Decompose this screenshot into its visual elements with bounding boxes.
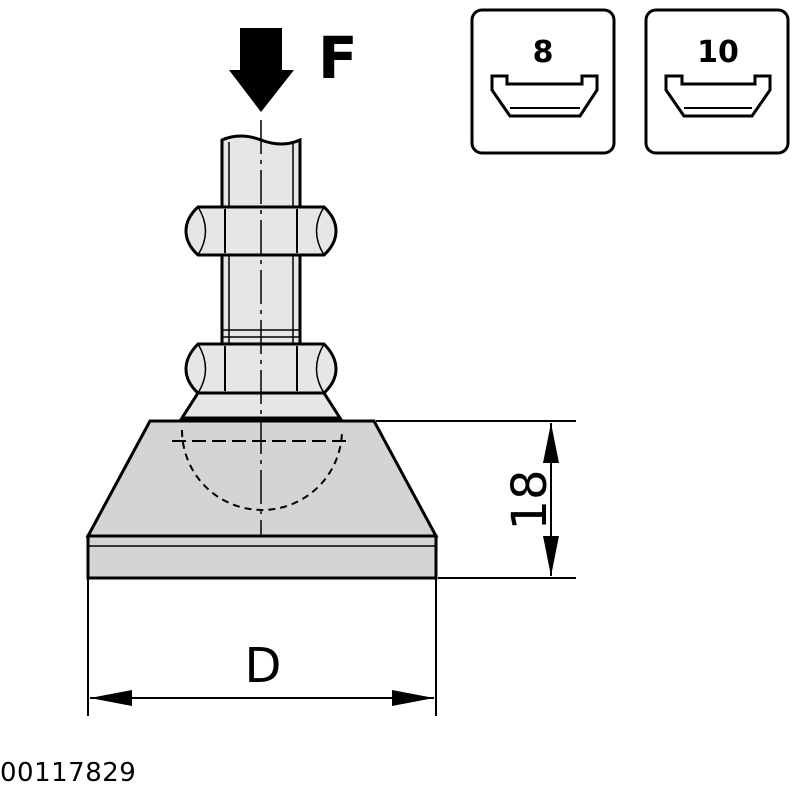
slot-groove-icon: [664, 74, 772, 118]
height-label: 18: [502, 469, 558, 530]
part-number: 00117829: [0, 758, 137, 788]
force-label: F: [318, 24, 358, 92]
diameter-dimension: D: [87, 578, 437, 716]
slot-profile-10: 10: [644, 8, 790, 155]
slot-groove-icon: [490, 74, 599, 118]
slot-size-label: 8: [533, 35, 554, 70]
force-arrow-icon: [229, 28, 294, 112]
diameter-label: D: [245, 638, 282, 694]
base-foot: [85, 419, 439, 580]
slot-profile-8: 8: [470, 8, 616, 155]
height-dimension: 18: [376, 420, 576, 579]
base-plate: [86, 534, 438, 580]
slot-size-label: 10: [697, 35, 739, 70]
hidden-ball-joint: [172, 429, 352, 511]
threaded-stud: [220, 134, 302, 402]
ball-joint-neck: [179, 391, 343, 420]
